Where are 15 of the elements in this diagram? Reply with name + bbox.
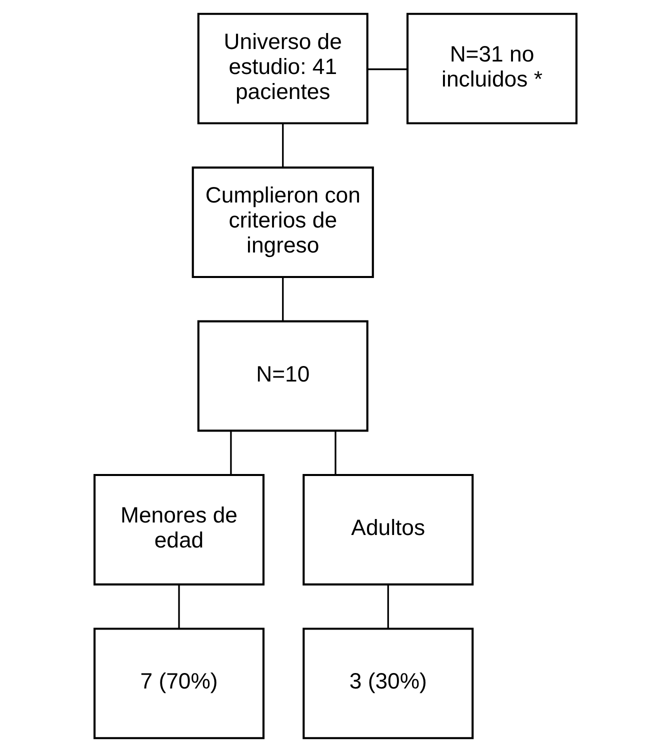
connector [230, 431, 232, 475]
node-box: Cumplieron con criterios de ingreso [192, 166, 374, 278]
node-box: 7 (70%) [94, 628, 265, 740]
connector [368, 68, 408, 70]
connector [334, 431, 336, 475]
node-box: Universo de estudio: 41 pacientes [197, 12, 368, 124]
node-box: N=31 no incluidos * [406, 12, 578, 124]
node-box: N=10 [197, 320, 368, 432]
connector [282, 124, 284, 168]
node-box: Menores de edad [94, 474, 265, 586]
connector [387, 584, 389, 628]
node-box: Adultos [302, 474, 474, 586]
connector [282, 277, 284, 321]
node-box: 3 (30%) [302, 628, 474, 740]
connector [178, 584, 180, 628]
